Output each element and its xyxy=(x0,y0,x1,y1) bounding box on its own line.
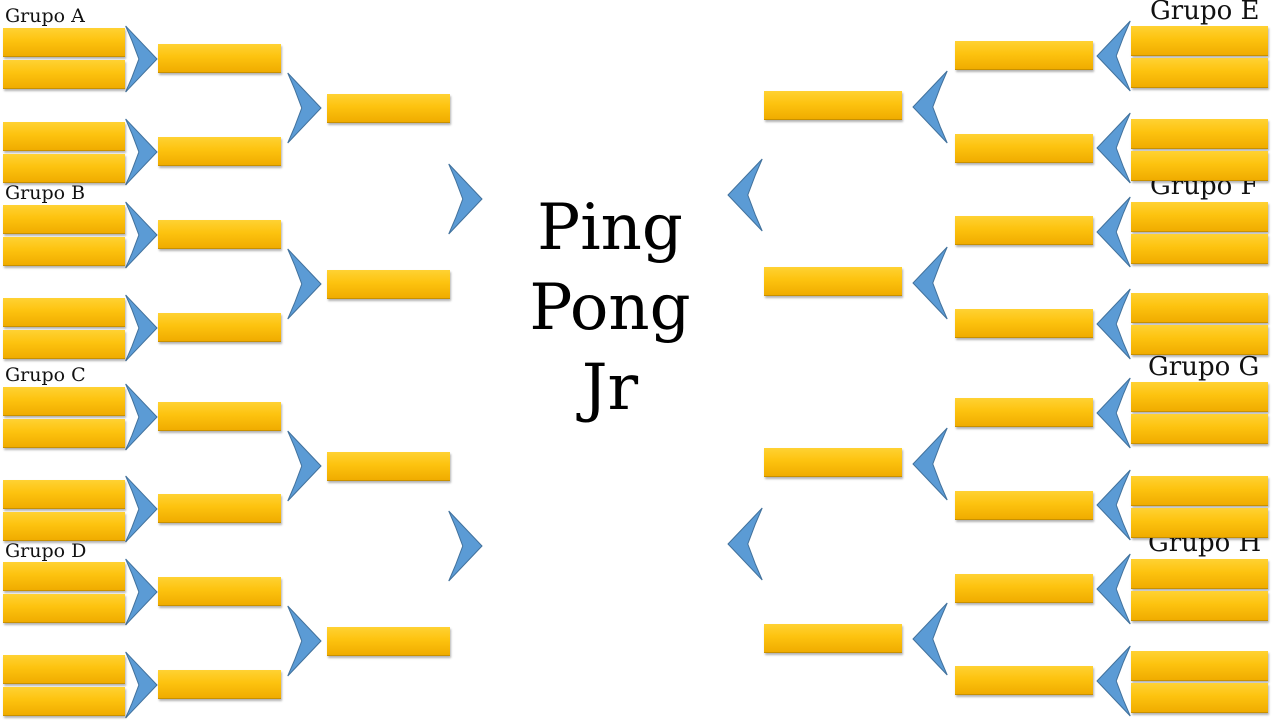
right-round3-slot-1[interactable] xyxy=(764,91,902,120)
right-round3-slot-2[interactable] xyxy=(764,267,902,296)
left-r2-chevron-2 xyxy=(287,248,322,320)
right-round2-slot-7[interactable] xyxy=(955,574,1093,603)
right-round2-slot-4[interactable] xyxy=(955,309,1093,338)
left-entry-slot-12[interactable] xyxy=(3,512,125,541)
right-r3-chevron-2 xyxy=(727,507,763,581)
left-r1-chevron-4 xyxy=(125,294,158,362)
right-entry-slot-14[interactable] xyxy=(1131,591,1268,621)
left-r3-chevron-2 xyxy=(448,510,483,582)
right-entry-slot-8[interactable] xyxy=(1131,325,1268,355)
right-entry-slot-5[interactable] xyxy=(1131,202,1268,232)
group-label-g: Grupo G xyxy=(1148,352,1260,382)
left-entry-slot-14[interactable] xyxy=(3,594,125,623)
left-r1-chevron-6 xyxy=(125,475,158,543)
right-round2-slot-8[interactable] xyxy=(955,666,1093,695)
left-round3-slot-3[interactable] xyxy=(327,452,450,481)
left-entry-slot-4[interactable] xyxy=(3,154,125,183)
right-r2-chevron-3 xyxy=(912,427,948,501)
right-entry-slot-9[interactable] xyxy=(1131,382,1268,412)
group-label-c: Grupo C xyxy=(5,364,86,386)
page-title: Ping Pong Jr xyxy=(480,188,740,428)
left-round3-slot-4[interactable] xyxy=(327,627,450,656)
right-round2-slot-6[interactable] xyxy=(955,491,1093,520)
left-round2-slot-6[interactable] xyxy=(158,494,281,523)
group-label-d: Grupo D xyxy=(5,540,87,562)
right-round2-slot-1[interactable] xyxy=(955,41,1093,70)
right-entry-slot-2[interactable] xyxy=(1131,58,1268,88)
left-r1-chevron-8 xyxy=(125,651,158,719)
left-r1-chevron-5 xyxy=(125,383,158,451)
right-r1-chevron-8 xyxy=(1096,645,1131,717)
left-entry-slot-11[interactable] xyxy=(3,480,125,509)
right-round3-slot-4[interactable] xyxy=(764,624,902,653)
right-entry-slot-6[interactable] xyxy=(1131,234,1268,264)
right-entry-slot-1[interactable] xyxy=(1131,26,1268,56)
right-entry-slot-15[interactable] xyxy=(1131,651,1268,681)
left-round2-slot-7[interactable] xyxy=(158,577,281,606)
left-entry-slot-13[interactable] xyxy=(3,562,125,591)
left-r2-chevron-3 xyxy=(287,430,322,502)
left-r1-chevron-1 xyxy=(125,25,158,93)
left-entry-slot-7[interactable] xyxy=(3,298,125,327)
left-round3-slot-2[interactable] xyxy=(327,270,450,299)
left-round2-slot-5[interactable] xyxy=(158,402,281,431)
left-entry-slot-8[interactable] xyxy=(3,330,125,359)
right-r1-chevron-1 xyxy=(1096,20,1131,92)
right-r3-chevron-1 xyxy=(727,158,763,232)
right-round2-slot-5[interactable] xyxy=(955,398,1093,427)
right-r2-chevron-4 xyxy=(912,602,948,676)
left-entry-slot-16[interactable] xyxy=(3,687,125,716)
right-entry-slot-4[interactable] xyxy=(1131,151,1268,181)
right-r1-chevron-7 xyxy=(1096,553,1131,625)
right-entry-slot-11[interactable] xyxy=(1131,476,1268,506)
group-label-a: Grupo A xyxy=(5,5,85,27)
left-entry-slot-6[interactable] xyxy=(3,237,125,266)
group-label-b: Grupo B xyxy=(5,182,86,204)
left-entry-slot-9[interactable] xyxy=(3,387,125,416)
title-line-3: Jr xyxy=(581,351,639,425)
right-r1-chevron-2 xyxy=(1096,112,1131,184)
right-r2-chevron-2 xyxy=(912,246,948,320)
right-round2-slot-3[interactable] xyxy=(955,216,1093,245)
left-entry-slot-1[interactable] xyxy=(3,28,125,57)
left-r1-chevron-3 xyxy=(125,201,158,269)
left-r1-chevron-2 xyxy=(125,118,158,186)
right-entry-slot-3[interactable] xyxy=(1131,119,1268,149)
right-r2-chevron-1 xyxy=(912,70,948,144)
right-entry-slot-12[interactable] xyxy=(1131,508,1268,538)
right-entry-slot-16[interactable] xyxy=(1131,683,1268,713)
left-round2-slot-3[interactable] xyxy=(158,220,281,249)
right-entry-slot-10[interactable] xyxy=(1131,414,1268,444)
left-round2-slot-4[interactable] xyxy=(158,313,281,342)
right-r1-chevron-5 xyxy=(1096,377,1131,449)
left-r3-chevron-1 xyxy=(448,163,483,235)
left-entry-slot-2[interactable] xyxy=(3,60,125,89)
left-entry-slot-3[interactable] xyxy=(3,122,125,151)
left-round2-slot-2[interactable] xyxy=(158,137,281,166)
right-round3-slot-3[interactable] xyxy=(764,448,902,477)
left-r2-chevron-1 xyxy=(287,72,322,144)
left-entry-slot-5[interactable] xyxy=(3,205,125,234)
title-line-2: Pong xyxy=(529,271,691,345)
left-entry-slot-15[interactable] xyxy=(3,655,125,684)
group-label-e: Grupo E xyxy=(1150,0,1260,26)
left-r1-chevron-7 xyxy=(125,558,158,626)
right-round2-slot-2[interactable] xyxy=(955,134,1093,163)
left-round3-slot-1[interactable] xyxy=(327,94,450,123)
right-r1-chevron-6 xyxy=(1096,469,1131,541)
left-entry-slot-10[interactable] xyxy=(3,419,125,448)
title-line-1: Ping xyxy=(537,191,683,265)
right-entry-slot-13[interactable] xyxy=(1131,559,1268,589)
left-round2-slot-8[interactable] xyxy=(158,670,281,699)
right-entry-slot-7[interactable] xyxy=(1131,293,1268,323)
left-r2-chevron-4 xyxy=(287,605,322,677)
left-round2-slot-1[interactable] xyxy=(158,44,281,73)
right-r1-chevron-3 xyxy=(1096,196,1131,268)
right-r1-chevron-4 xyxy=(1096,288,1131,360)
